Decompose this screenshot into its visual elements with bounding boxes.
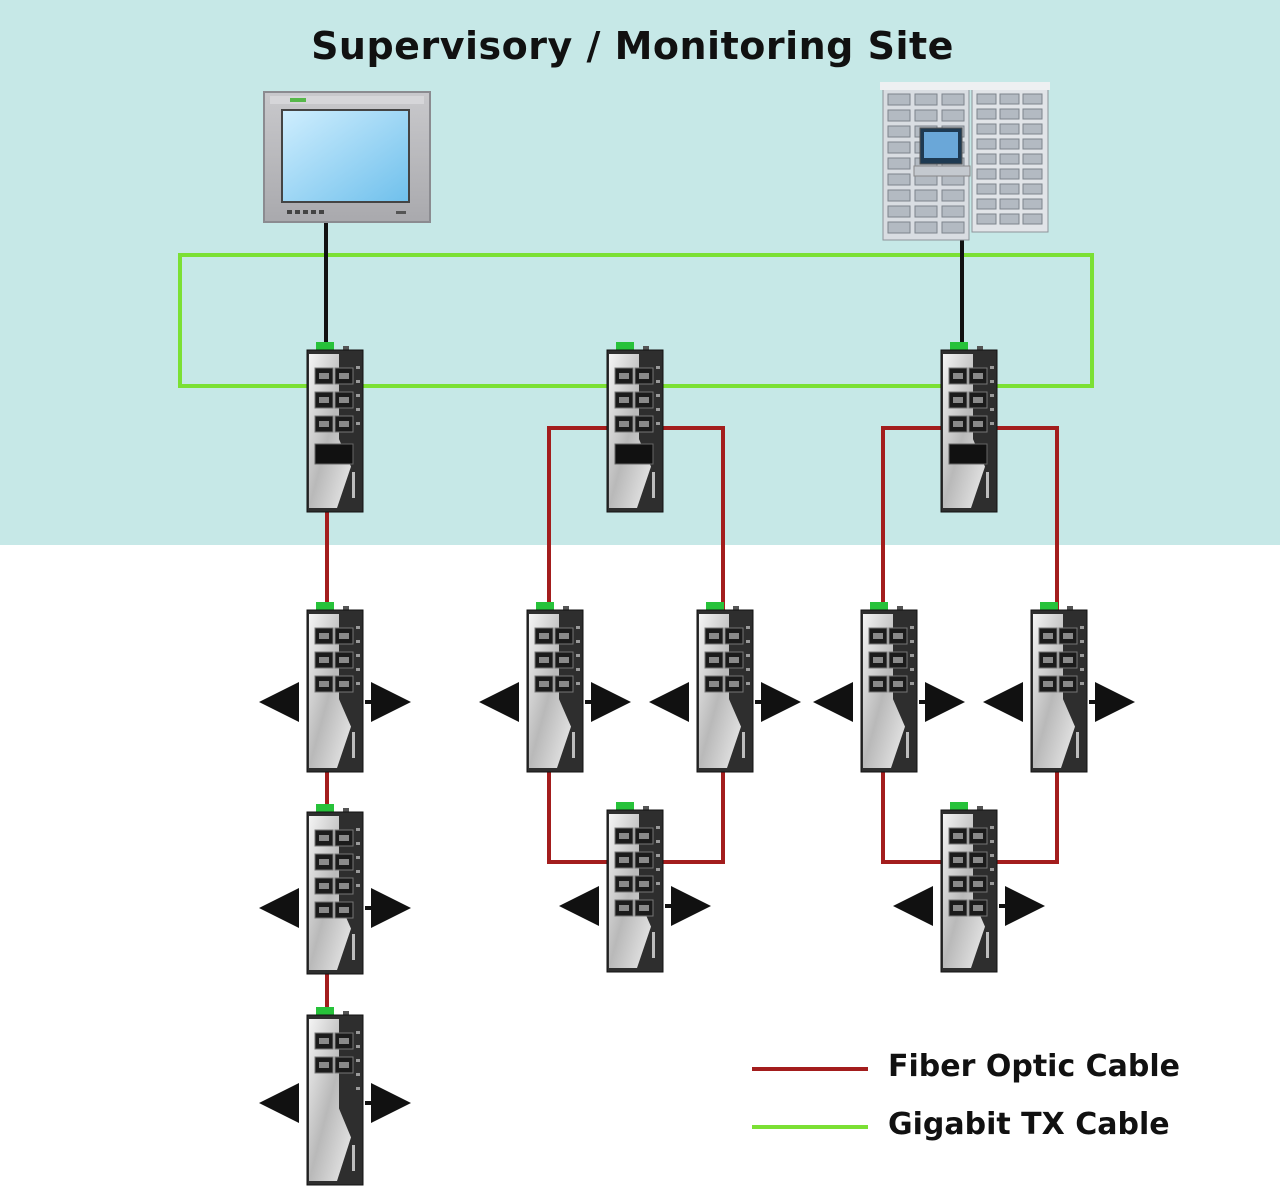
fiber-port [948,443,988,465]
core-switch-middle [606,342,664,513]
field-switch-a2 [306,804,364,975]
terminal-connector [870,602,888,612]
port-arrows-layer [259,682,1135,1123]
monitor-icon [263,91,431,223]
terminal-connector [316,342,334,352]
terminal-connector [706,602,724,612]
page-title: Supervisory / Monitoring Site [311,24,954,68]
field-switch-b1 [526,602,584,773]
field-switch-c2 [1030,602,1088,773]
terminal-connector [316,1007,334,1017]
terminal-connector [316,602,334,612]
field-switch-a3 [306,1007,364,1186]
terminal-connector [536,602,554,612]
terminal-connector [1040,602,1058,612]
legend-fiber-label: Fiber Optic Cable [888,1049,1181,1084]
fiber-port [314,443,354,465]
terminal-connector [316,804,334,814]
field-switch-c3 [940,802,998,973]
switches-layer [306,342,1088,1186]
terminal-connector [616,342,634,352]
core-switch-right [940,342,998,513]
legend-gigabit-label: Gigabit TX Cable [888,1107,1170,1142]
terminal-connector [950,342,968,352]
core-switch-left [306,342,364,513]
field-switch-a1 [306,602,364,773]
server-rack-icon [880,82,1050,241]
field-switch-b3 [606,802,664,973]
fiber-ring-right [881,426,1059,864]
terminal-connector [616,802,634,812]
field-switch-c1 [860,602,918,773]
fiber-port [614,443,654,465]
fiber-ring-middle [547,426,725,864]
field-switch-b2 [696,602,754,773]
terminal-connector [950,802,968,812]
